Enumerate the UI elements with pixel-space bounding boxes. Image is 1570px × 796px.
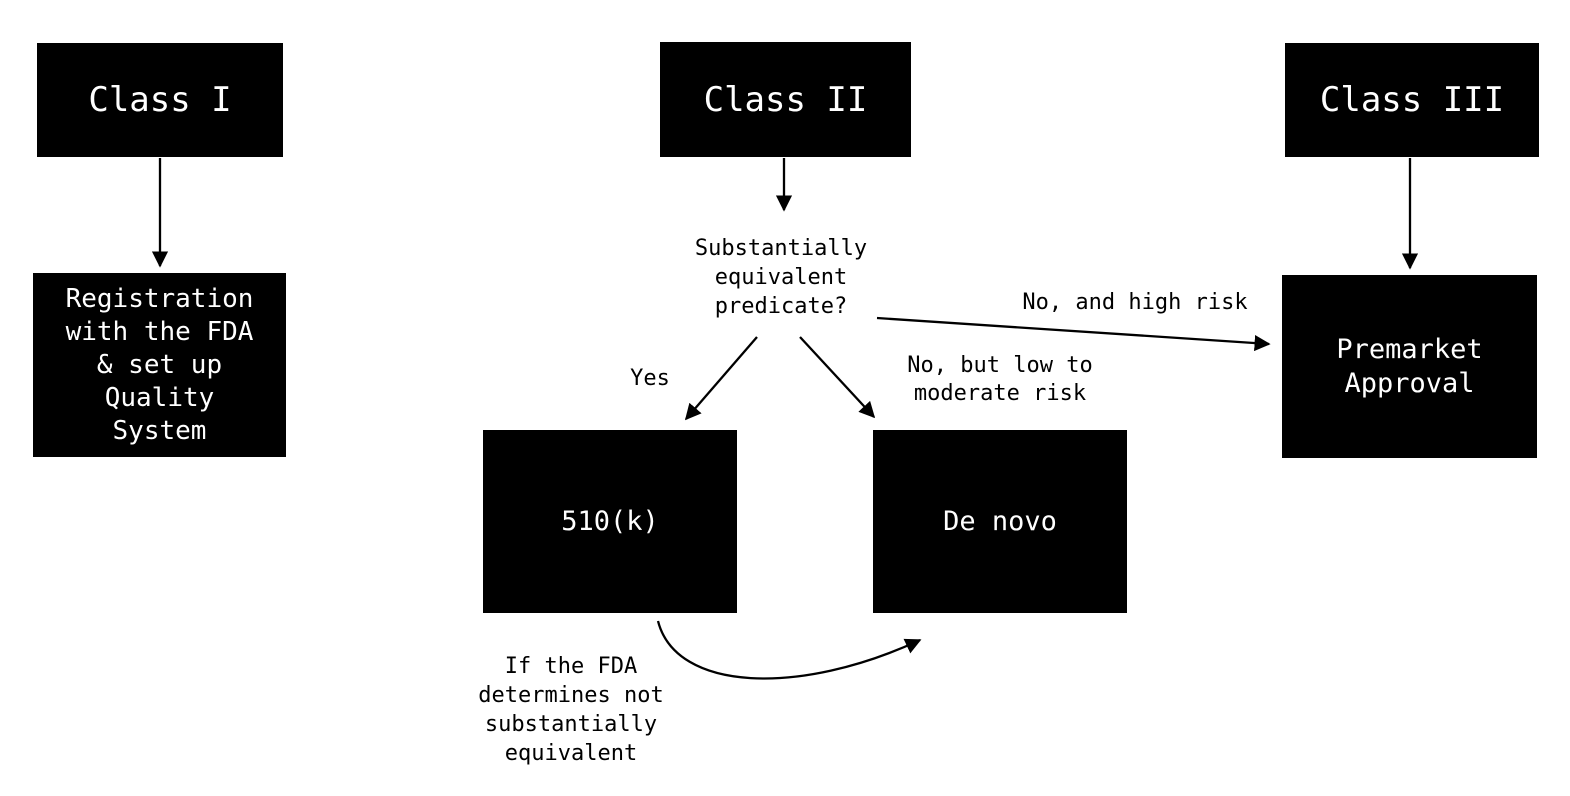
de-novo-box: De novo	[873, 430, 1127, 613]
class-ii-label: Class II	[703, 79, 868, 120]
class-ii-box: Class II	[660, 42, 911, 157]
class-i-box: Class I	[37, 43, 283, 157]
class-iii-box: Class III	[1285, 43, 1539, 157]
decision-text: Substantially equivalent predicate?	[694, 236, 868, 319]
edge-label-no-low-moderate: No, but low to moderate risk	[907, 353, 1093, 406]
edge-label-not-substantially-equivalent: If the FDA determines not substantially …	[478, 654, 664, 766]
510k-box: 510(k)	[483, 430, 737, 613]
edge-label-no-high-risk: No, and high risk	[1022, 290, 1248, 315]
registration-box: Registration with the FDA & set up Quali…	[33, 273, 286, 457]
class-i-label: Class I	[88, 80, 232, 120]
arrow-decision-to-premarket	[876, 316, 1271, 352]
de-novo-label: De novo	[943, 506, 1057, 537]
class-iii-label: Class III	[1319, 80, 1505, 120]
edge-label-yes: Yes	[630, 366, 670, 391]
510k-label: 510(k)	[561, 506, 659, 537]
premarket-approval-label: Premarket Approval	[1336, 333, 1483, 399]
premarket-approval-box: Premarket Approval	[1282, 275, 1537, 458]
registration-label: Registration with the FDA & set up Quali…	[65, 283, 254, 446]
